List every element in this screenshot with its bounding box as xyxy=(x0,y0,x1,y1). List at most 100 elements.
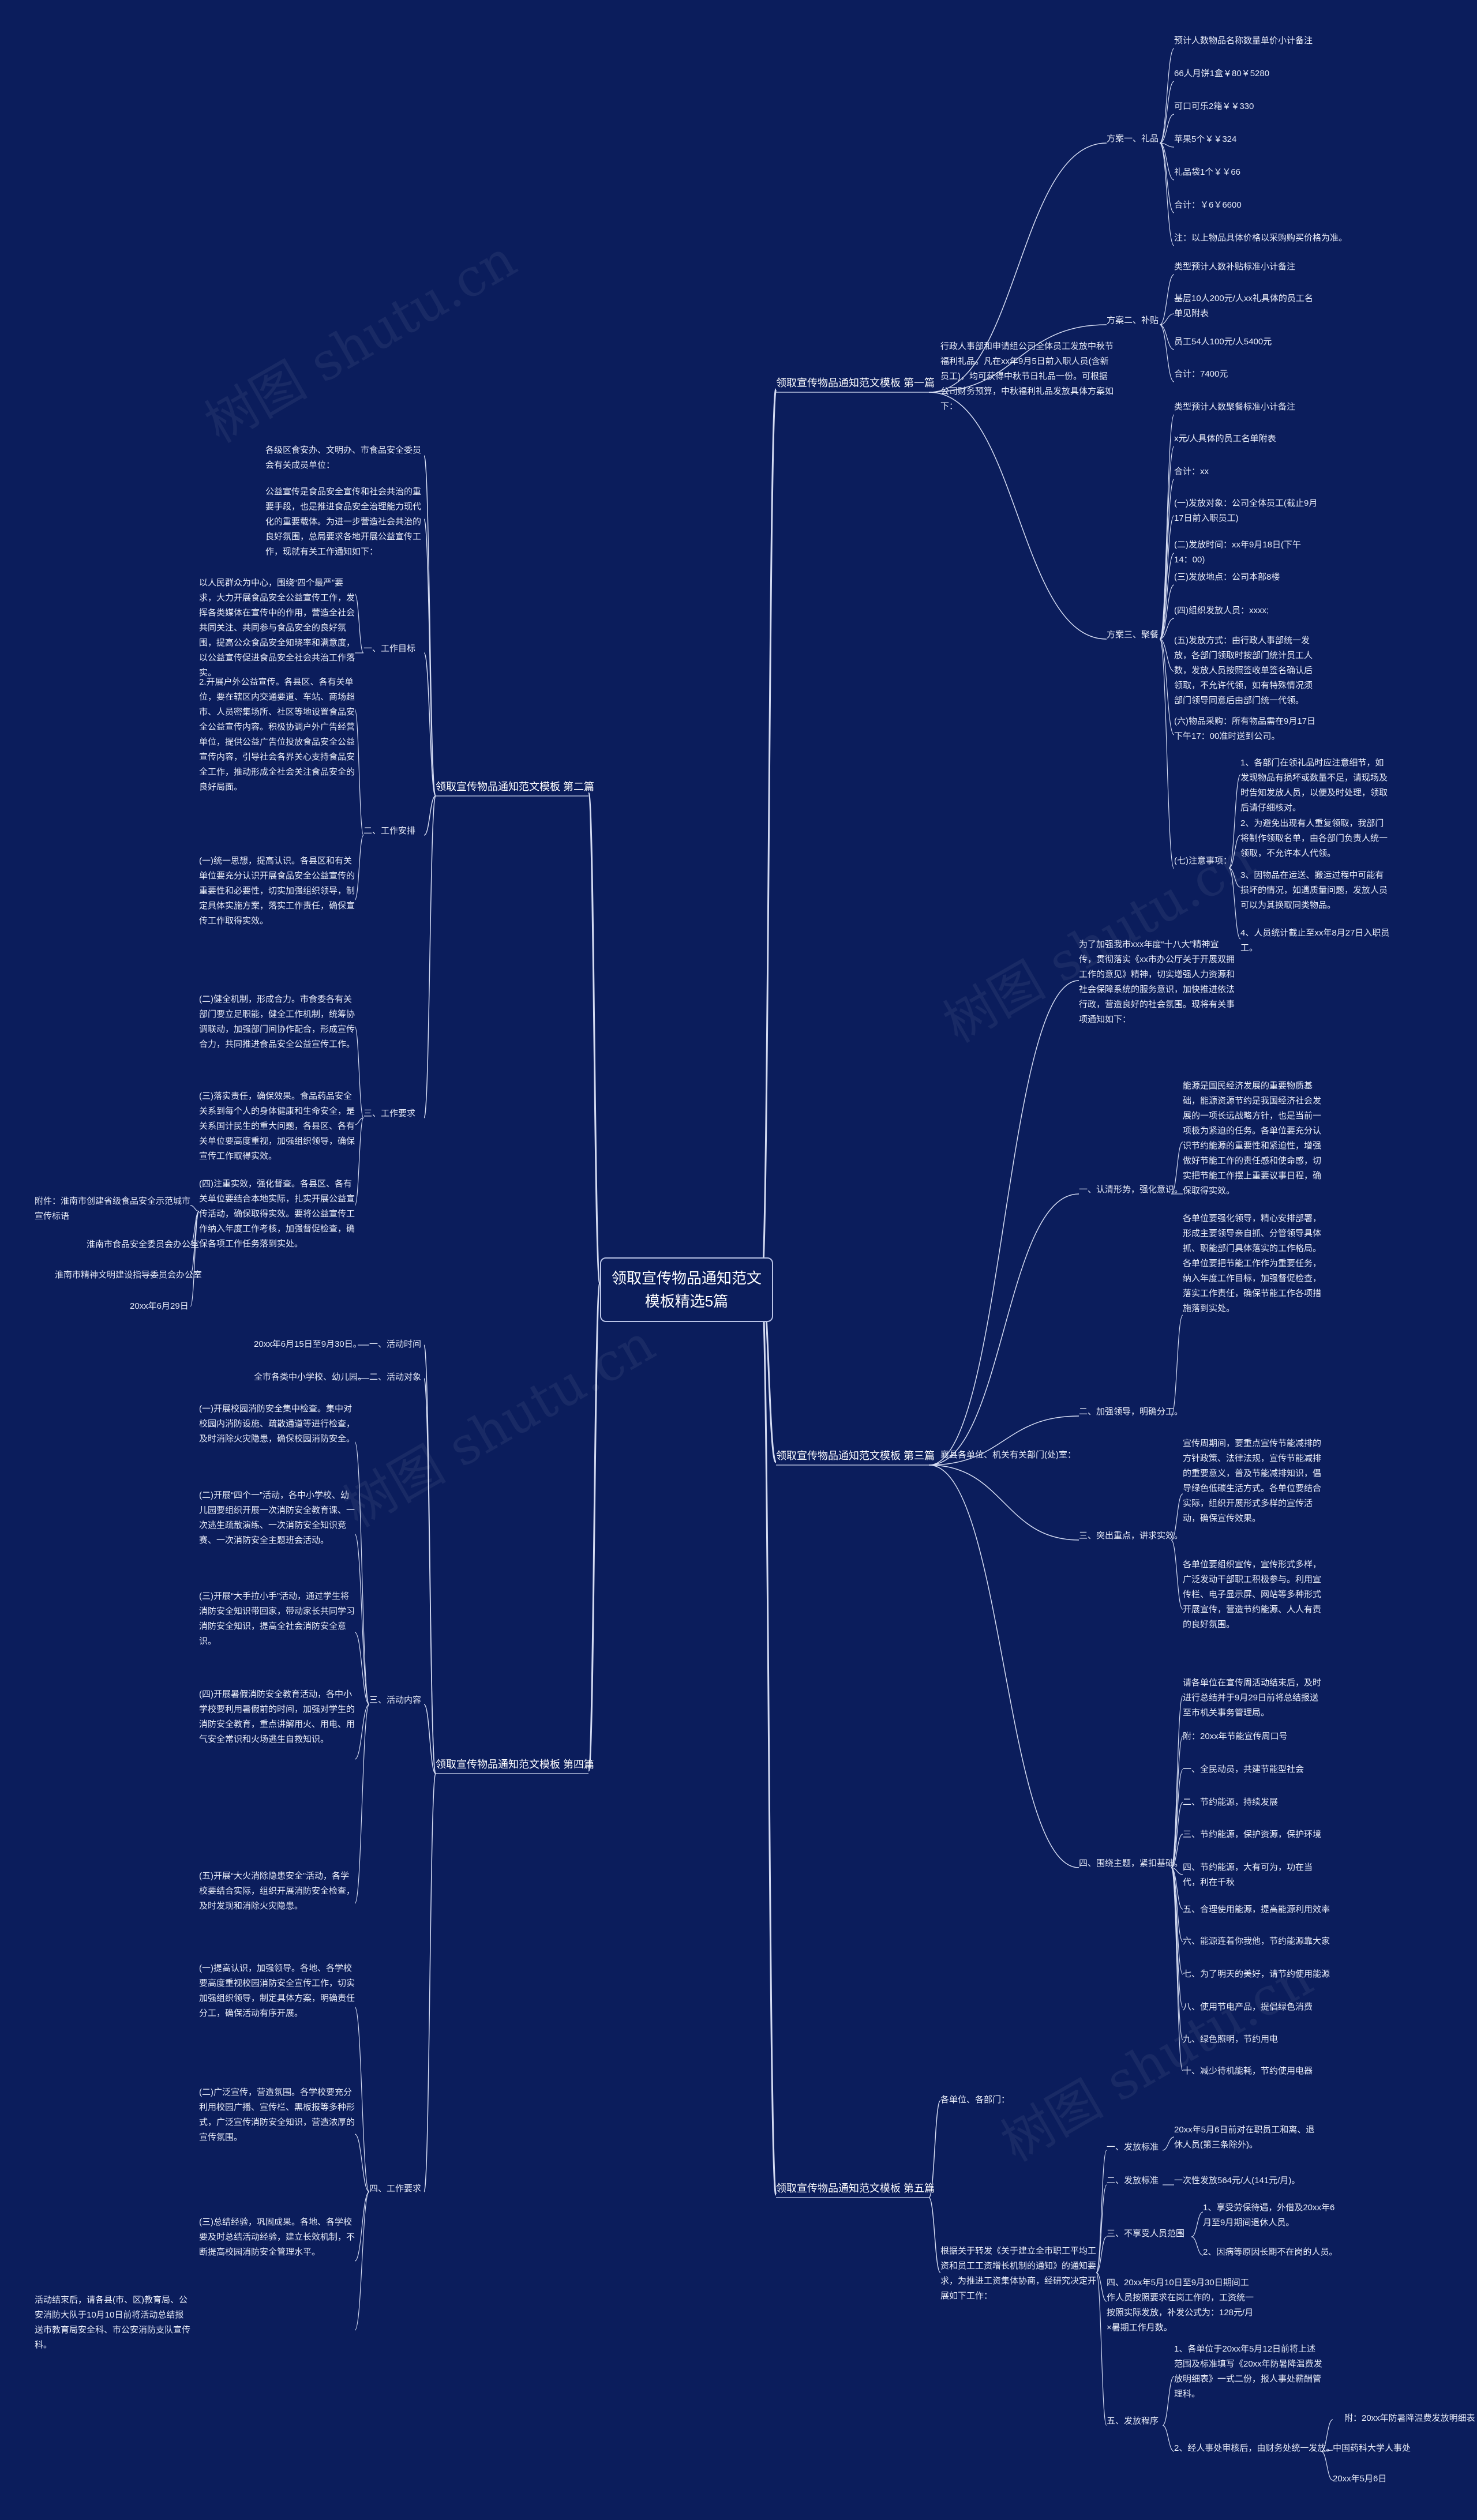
connector xyxy=(928,1464,1079,1868)
b4-time-label[interactable]: 一、活动时间 xyxy=(369,1339,422,1349)
b1-plan3-label[interactable]: 方案三、聚餐 xyxy=(1107,630,1159,640)
b3-intro: 为了加强我市xxx年度“十八大”精神宣传，贯彻落实《xx市办公厅关于开展双拥工作… xyxy=(1079,940,1235,1024)
b2-s2b-text: (一)统一思想，提高认识。各县区和有关单位要充分认识开展食品安全公益宣传的重要性… xyxy=(199,856,355,926)
connector xyxy=(1159,114,1175,144)
b2-s2-label[interactable]: 二、工作安排 xyxy=(363,826,416,836)
b1-plan3-item: 合计：xx xyxy=(1174,467,1209,476)
connector xyxy=(1159,142,1175,148)
connector xyxy=(1171,1834,1183,1868)
connector xyxy=(928,324,1107,393)
b1-note: 2、为避免出现有人重复领取，我部门将制作领取名单，由各部门负责人统一领取，不允许… xyxy=(1240,818,1388,858)
connector xyxy=(1321,2450,1333,2452)
connector xyxy=(1171,1867,1183,1875)
connector xyxy=(1171,1802,1183,1868)
connector xyxy=(354,2007,370,2192)
connector xyxy=(1191,2211,1204,2237)
connector xyxy=(190,1205,200,1212)
connector xyxy=(354,709,364,836)
b1-plan2-label[interactable]: 方案二、补贴 xyxy=(1107,316,1159,325)
b4-content-label[interactable]: 三、活动内容 xyxy=(369,1695,422,1705)
connector xyxy=(587,1282,601,1772)
connector xyxy=(760,1282,777,2196)
connector xyxy=(1159,48,1175,144)
b2-s3-item: (三)落实责任，确保效果。食品药品安全关系到每个人的身体健康和生命安全，是关系国… xyxy=(199,1091,355,1161)
connector xyxy=(928,980,1079,1466)
branch-title-1[interactable]: 领取宣传物品通知范文模板 第一篇 xyxy=(776,377,935,389)
connector xyxy=(1159,618,1175,640)
connector xyxy=(1171,1539,1183,1610)
branch-title-3[interactable]: 领取宣传物品通知范文模板 第三篇 xyxy=(776,1450,935,1462)
connector xyxy=(1171,1769,1183,1868)
connector xyxy=(1171,1867,1183,2040)
branch-title-4[interactable]: 领取宣传物品通知范文模板 第四篇 xyxy=(436,1759,594,1770)
connector xyxy=(1321,2451,1333,2481)
connector xyxy=(928,392,1107,640)
connector xyxy=(1228,774,1241,869)
b1-plan1-item: 可口可乐2箱￥￥330 xyxy=(1174,102,1254,111)
b4-content-item: (五)开展“大火消除隐患安全”活动，各学校要结合实际，组织开展消防安全检查，及时… xyxy=(199,1871,355,1911)
b3-s4-label[interactable]: 四、围绕主题，紧扣基础。 xyxy=(1079,1858,1183,1868)
b5-date: 20xx年5月6日 xyxy=(1333,2474,1387,2484)
connector xyxy=(1159,639,1175,869)
b4-work-item: (三)总结经验，巩固成果。各地、各学校要及时总结活动经验，建立长效机制，不断提高… xyxy=(199,2217,355,2257)
b4-target-label[interactable]: 二、活动对象 xyxy=(369,1372,422,1382)
connector xyxy=(1159,479,1175,640)
b2-s1-label[interactable]: 一、工作目标 xyxy=(363,644,416,654)
b1-plan1-item: 礼品袋1个￥￥66 xyxy=(1174,167,1241,177)
b1-plan3-item: (二)发放时间：xx年9月18日(下午14：00) xyxy=(1174,540,1302,565)
b4-work-item: (二)广泛宣传，营造氛围。各学校要充分利用校园广播、宣传栏、黑板报等多种形式，广… xyxy=(199,2087,355,2142)
connector xyxy=(1171,1867,1183,2071)
connector xyxy=(1228,867,1241,888)
b3-slogan: 六、能源连着你我他，节约能源靠大家 xyxy=(1183,1936,1330,1946)
b3-s1-text: 能源是国民经济发展的重要物质基础，能源资源节约是我国经济社会发展的一项长远战略方… xyxy=(1183,1081,1322,1196)
connector xyxy=(423,1773,436,2192)
b5-s1-text: 20xx年5月6日前对在职员工和离、退休人员(第三条除外)。 xyxy=(1174,2125,1315,2150)
central-topic[interactable]: 领取宣传物品通知范文模板精选5篇 xyxy=(600,1257,773,1322)
b5-s2-label[interactable]: 二、发放标准 xyxy=(1107,2176,1159,2185)
connector xyxy=(423,519,436,797)
b5-s4-text: 四、20xx年5月10日至9月30日期间工作人员按照要求在岗工作的，工资统一按照… xyxy=(1107,2278,1254,2333)
b1-plan1-item: 注：以上物品具体价格以采购购买价格为准。 xyxy=(1174,233,1348,243)
connector xyxy=(1159,142,1175,181)
connector xyxy=(354,1534,370,1705)
b5-s1-label[interactable]: 一、发放标准 xyxy=(1107,2142,1159,2152)
connector xyxy=(1171,1736,1183,1868)
b5-s5-label[interactable]: 五、发放程序 xyxy=(1107,2416,1159,2426)
connector xyxy=(1171,1141,1183,1195)
connector xyxy=(354,1632,370,1705)
b3-slogan: 一、全民动员，共建节能型社会 xyxy=(1183,1764,1304,1774)
connector xyxy=(1228,835,1241,869)
connector xyxy=(587,792,601,1285)
b3-s3-text: 宣传周期间，要重点宣传节能减排的方针政策、法律法规，宣传节能减排的重要意义，普及… xyxy=(1183,1439,1322,1523)
b1-plan1-item: 合计：￥6￥6600 xyxy=(1174,200,1242,210)
connector xyxy=(423,795,436,836)
b4-target-text: 全市各类中小学校、幼儿园。 xyxy=(254,1372,367,1382)
b2-s1-text: 以人民群众为中心，围绕“四个最严”要求，大力开展食品安全公益宣传工作，发挥各类媒… xyxy=(199,578,355,678)
b4-work-label[interactable]: 四、工作要求 xyxy=(369,2184,422,2194)
connector xyxy=(354,594,364,654)
b5-intro: 根据关于转发《关于建立全市职工平均工资和员工工资增长机制的通知》的通知要求，为推… xyxy=(940,2246,1097,2301)
b3-recipients: 襄县各单位、机关有关部门(处)室： xyxy=(940,1450,1076,1460)
connector xyxy=(1162,2376,1175,2426)
b5-s3-item: 1、享受劳保待遇，外借及20xx年6月至9月期间退休人员。 xyxy=(1203,2203,1335,2228)
b1-plan1-label[interactable]: 方案一、礼品 xyxy=(1107,134,1159,144)
b3-s2-label[interactable]: 二、加强领导，明确分工。 xyxy=(1079,1407,1183,1417)
b1-plan1-item: 苹果5个￥￥324 xyxy=(1174,134,1237,144)
branch-title-2[interactable]: 领取宣传物品通知范文模板 第二篇 xyxy=(436,781,594,793)
b2-s3-label[interactable]: 三、工作要求 xyxy=(363,1109,416,1118)
b5-recipients: 各单位、各部门： xyxy=(940,2095,1010,2105)
connector xyxy=(423,455,436,797)
b3-s3-label[interactable]: 三、突出重点，讲求实效。 xyxy=(1079,1531,1183,1541)
b5-s3-label[interactable]: 三、不享受人员范围 xyxy=(1107,2229,1185,2239)
connector xyxy=(1171,1315,1183,1417)
b5-s3-item: 2、因病等原因长期不在岗的人员。 xyxy=(1203,2247,1338,2257)
b1-note: 3、因物品在运送、搬运过程中可能有损坏的情况，如遇质量问题，发放人员可以为其换取… xyxy=(1240,870,1388,910)
b1-notes-label[interactable]: (七)注意事项： xyxy=(1174,856,1232,866)
connector xyxy=(354,1704,370,1760)
connector xyxy=(1159,414,1175,640)
connector xyxy=(1159,142,1175,213)
connector xyxy=(1228,867,1241,940)
b1-note: 1、各部门在领礼品时应注意细节，如发现物品有损坏或数量不足，请现场及时告知发放人… xyxy=(1240,758,1388,813)
branch-title-5[interactable]: 领取宣传物品通知范文模板 第五篇 xyxy=(776,2183,935,2194)
b3-s1-label[interactable]: 一、认清形势，强化意识。 xyxy=(1079,1185,1183,1195)
